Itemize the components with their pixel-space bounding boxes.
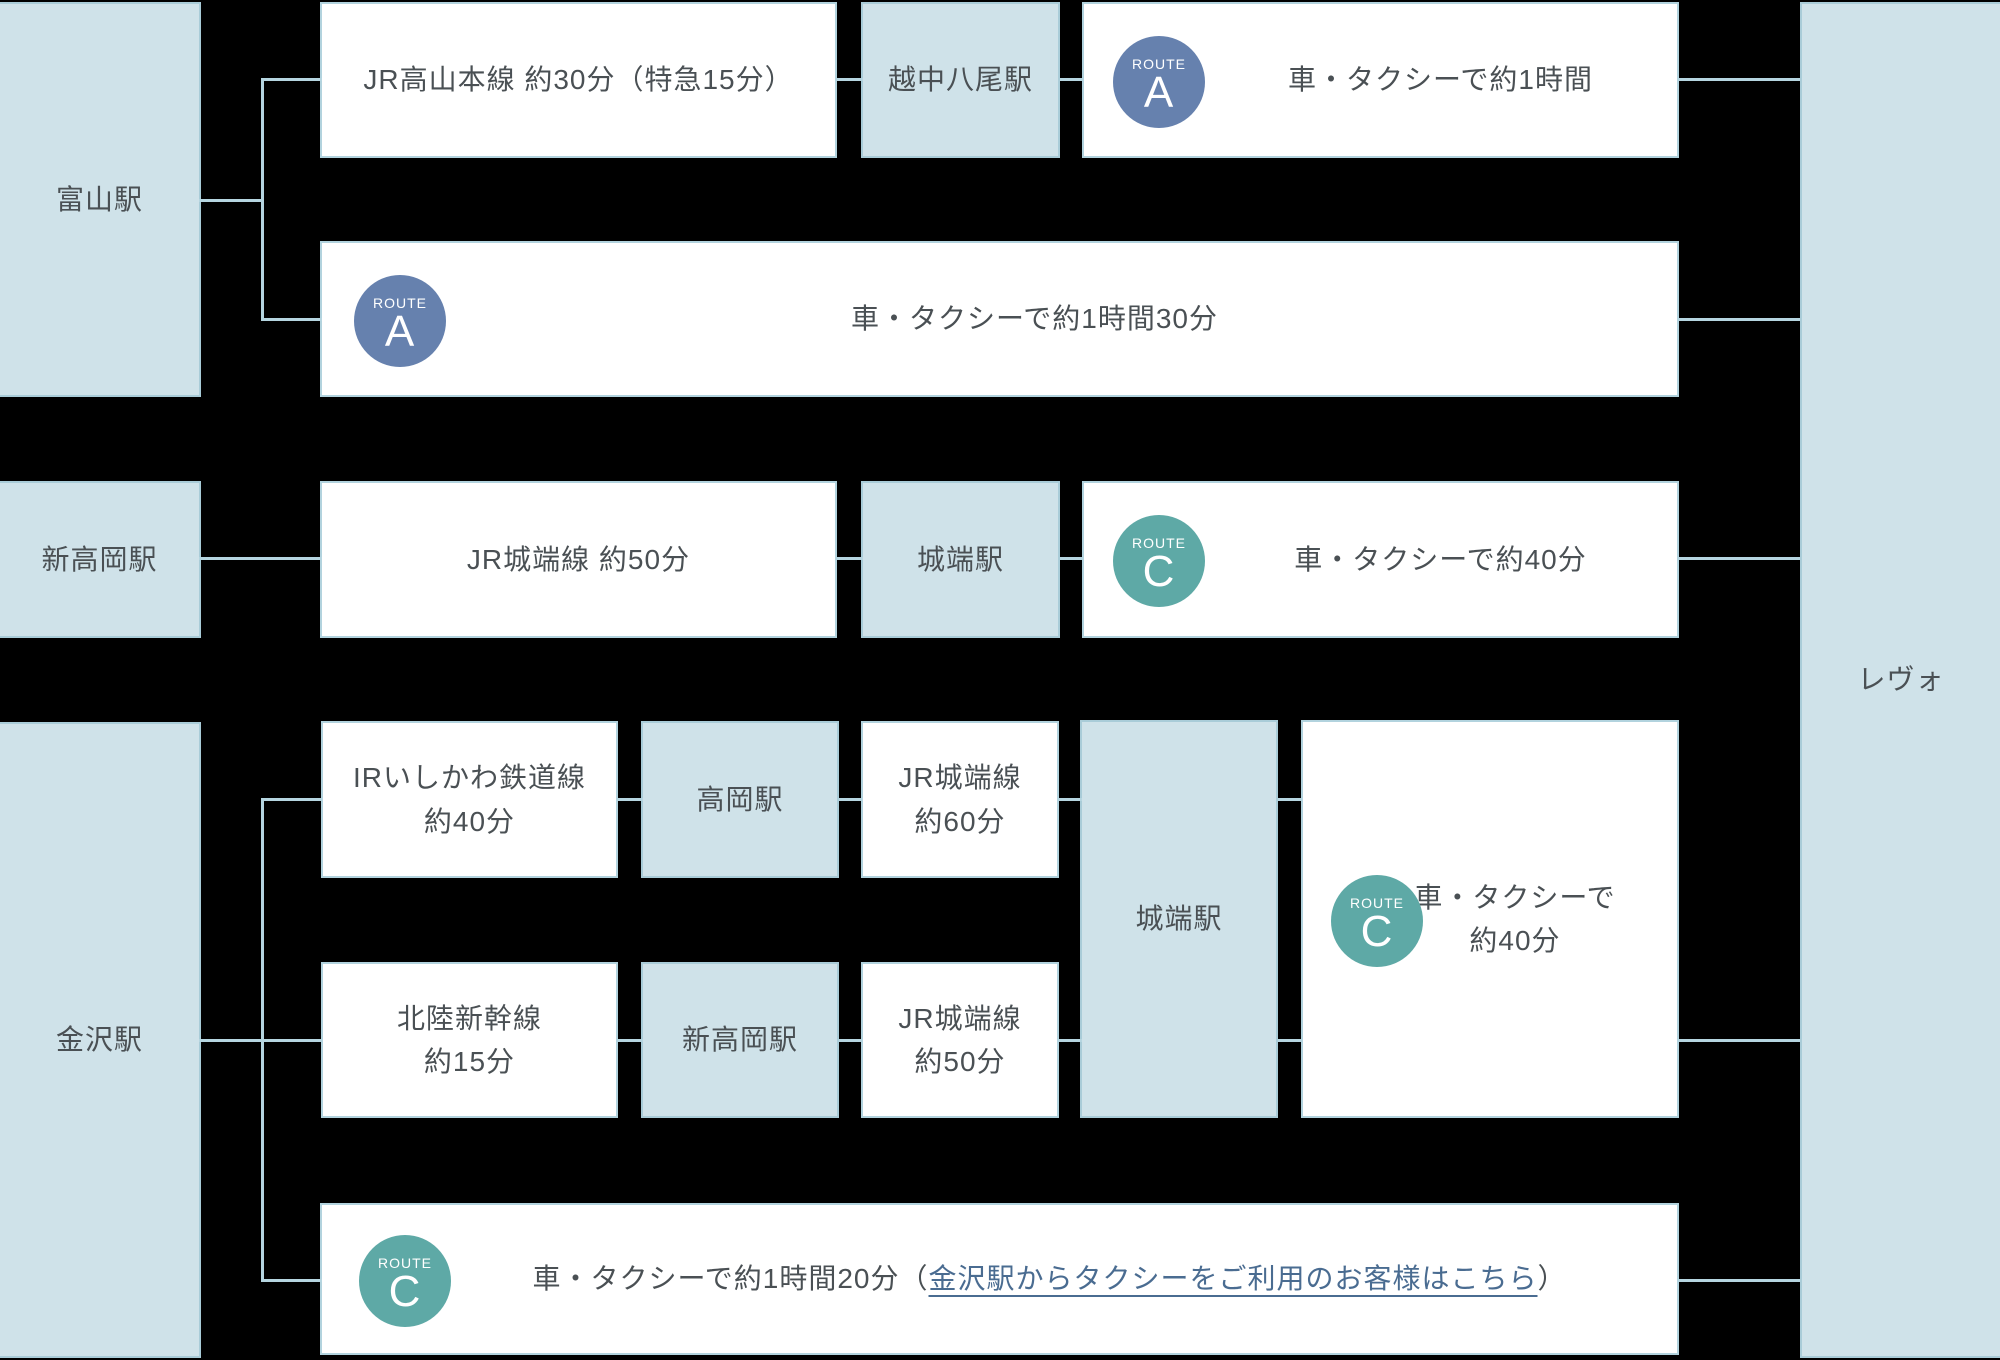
connector-line <box>1060 557 1084 560</box>
transit-box-route-c-taxi-40-tall: ROUTE C 車・タクシーで 約40分 <box>1301 720 1679 1118</box>
badge-route-label: ROUTE <box>378 1254 432 1271</box>
connector-line <box>839 798 863 801</box>
badge-letter-c: C <box>1360 906 1394 956</box>
transit-label: JR高山本線 約30分（特急15分） <box>363 64 794 96</box>
connector-line <box>839 1039 863 1042</box>
badge-letter-a: A <box>1143 67 1175 117</box>
badge-letter-c: C <box>388 1266 422 1316</box>
connector-line <box>261 1279 322 1282</box>
transit-box-route-c-taxi-40: ROUTE C 車・タクシーで約40分 <box>1082 481 1679 638</box>
connector-line <box>261 78 264 321</box>
transit-label-line1: IRいしかわ鉄道線 <box>352 762 586 794</box>
transit-label-line1: 車・タクシーで <box>1414 881 1616 913</box>
connector-line <box>261 78 322 81</box>
connector-line <box>199 199 263 202</box>
connector-line <box>1679 1039 1800 1042</box>
connector-line <box>261 798 323 801</box>
connector-line <box>1679 1279 1800 1282</box>
route-c-badge: ROUTE C <box>1113 515 1205 607</box>
transit-label: JR城端線 約50分 <box>466 543 691 575</box>
connector-line <box>618 798 643 801</box>
station-label-toyama: 富山駅 <box>55 183 143 215</box>
transit-box-route-a-taxi-1h: ROUTE A 車・タクシーで約1時間 <box>1082 2 1679 158</box>
connector-line <box>199 557 322 560</box>
transit-label-line1: JR城端線 <box>898 1002 1022 1034</box>
station-box-shin-takaoka: 新高岡駅 <box>0 481 201 638</box>
transit-label-line2: 約40分 <box>423 805 516 837</box>
connector-line <box>1679 557 1800 560</box>
connector-line <box>261 318 322 321</box>
station-box-takaoka: 高岡駅 <box>641 721 839 878</box>
route-c-badge: ROUTE C <box>359 1235 451 1327</box>
station-label-johana: 城端駅 <box>916 543 1004 575</box>
transit-box-hokuriku-shinkansen: 北陸新幹線 約15分 <box>321 962 618 1118</box>
station-box-etchu-yao: 越中八尾駅 <box>861 2 1060 158</box>
transit-box-jr-johana-50b: JR城端線 約50分 <box>861 962 1059 1118</box>
station-box-toyama: 富山駅 <box>0 2 201 397</box>
connector-line <box>1060 78 1084 81</box>
connector-line <box>837 557 863 560</box>
station-box-shin-takaoka-mid: 新高岡駅 <box>641 962 839 1118</box>
transit-label: 車・タクシーで約1時間 <box>1288 64 1593 96</box>
transit-label-line1: 北陸新幹線 <box>396 1002 542 1034</box>
badge-route-label: ROUTE <box>1132 534 1186 551</box>
destination-box-revo: レヴォ <box>1800 2 2000 1358</box>
station-label-kanazawa: 金沢駅 <box>55 1024 143 1056</box>
connector-line <box>1679 78 1800 81</box>
badge-route-label: ROUTE <box>1132 55 1186 72</box>
transit-box-ir-ishikawa: IRいしかわ鉄道線 約40分 <box>321 721 618 878</box>
station-box-johana: 城端駅 <box>861 481 1060 638</box>
transit-label-line2: 約60分 <box>914 805 1006 837</box>
badge-letter-c: C <box>1142 546 1176 596</box>
station-label-etchu-yao: 越中八尾駅 <box>887 64 1033 96</box>
badge-route-label: ROUTE <box>373 294 427 311</box>
badge-route-label: ROUTE <box>1350 894 1404 911</box>
transit-box-route-c-taxi-1h20: ROUTE C 車・タクシーで約1時間20分（金沢駅からタクシーをご利用のお客様… <box>320 1203 1679 1355</box>
transit-box-jr-takayama-line: JR高山本線 約30分（特急15分） <box>320 2 837 158</box>
connector-line <box>1679 318 1800 321</box>
station-label-johana-tall: 城端駅 <box>1135 903 1223 935</box>
transit-label-line2: 約40分 <box>1469 925 1561 956</box>
route-c-badge: ROUTE C <box>1331 875 1423 967</box>
station-box-kanazawa: 金沢駅 <box>0 722 201 1358</box>
route-a-badge: ROUTE A <box>1113 36 1205 128</box>
connector-line <box>1278 1039 1303 1042</box>
transit-label: 車・タクシーで約1時間30分 <box>850 303 1219 335</box>
transit-label-line2: 約50分 <box>914 1046 1006 1077</box>
station-box-johana-tall: 城端駅 <box>1080 720 1278 1118</box>
station-label-shin-takaoka: 新高岡駅 <box>41 543 158 575</box>
connector-line <box>618 1039 643 1042</box>
station-label-takaoka: 高岡駅 <box>696 783 784 815</box>
kanazawa-taxi-link[interactable]: 金沢駅からタクシーをご利用のお客様はこちら <box>928 1263 1538 1295</box>
connector-line <box>837 78 863 81</box>
transit-label: 車・タクシーで約40分 <box>1294 543 1587 575</box>
transit-label: 車・タクシーで約1時間20分（ <box>532 1263 929 1295</box>
transit-box-jr-johana-60: JR城端線 約60分 <box>861 721 1059 878</box>
station-label-shin-takaoka-mid: 新高岡駅 <box>681 1024 798 1056</box>
transit-label: ） <box>1537 1263 1567 1295</box>
destination-label: レヴォ <box>1857 664 1945 696</box>
connector-line <box>1278 798 1303 801</box>
transit-label-line1: JR城端線 <box>898 762 1022 794</box>
connector-line <box>1059 1039 1082 1042</box>
badge-letter-a: A <box>384 306 416 356</box>
connector-line <box>1059 798 1082 801</box>
transit-box-route-a-taxi-1h30: ROUTE A 車・タクシーで約1時間30分 <box>320 241 1679 397</box>
transit-label-line2: 約15分 <box>423 1046 516 1077</box>
connector-line <box>261 798 264 1282</box>
route-a-badge: ROUTE A <box>354 275 446 367</box>
transit-box-jr-johana-50: JR城端線 約50分 <box>320 481 837 638</box>
